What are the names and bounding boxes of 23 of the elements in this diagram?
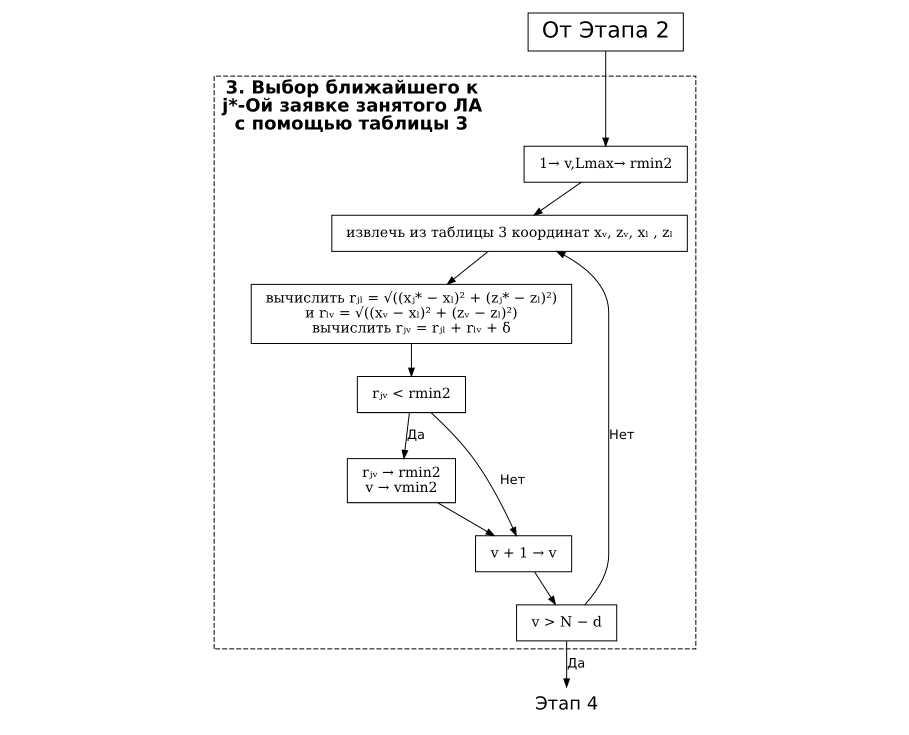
- node-box: извлечь из таблицы 3 координат xᵥ, zᵥ, xₗ , zₗ: [330, 214, 688, 252]
- edge-label: Нет: [499, 472, 525, 488]
- node-box: rⱼᵥ < rmin2: [356, 376, 466, 413]
- edge-label: Нет: [608, 428, 634, 442]
- node-box: вычислить rⱼₗ = √((xⱼ* − xₗ)² + (zⱼ* − zₗ)²) и rₗᵥ = √((xᵥ − xₗ)² + (zᵥ − zₗ)²) вычислить rⱼᵥ = rⱼₗ + rₗᵥ + δ: [250, 283, 572, 344]
- edge-label: Да: [566, 656, 585, 671]
- arrow: [436, 502, 495, 536]
- arrow: [534, 571, 556, 606]
- arrow: [400, 412, 410, 460]
- arrow: [532, 181, 582, 216]
- node-box: v > N − d: [516, 604, 617, 641]
- arrow: [407, 342, 414, 378]
- arrow: [446, 250, 488, 285]
- arrow: [602, 50, 609, 148]
- node-box: v + 1 → v: [474, 534, 572, 572]
- arrow: [562, 640, 570, 688]
- node-text: Этап 4: [534, 692, 598, 714]
- arrow: [430, 412, 516, 536]
- node-box: От Этапа 2: [527, 12, 684, 52]
- node-box: 1→ v,Lmax→ rmin2: [523, 145, 688, 182]
- node-box: rⱼᵥ → rmin2 v → vmin2: [346, 458, 456, 503]
- arrow: [554, 250, 609, 605]
- edge-label: Да: [406, 428, 425, 442]
